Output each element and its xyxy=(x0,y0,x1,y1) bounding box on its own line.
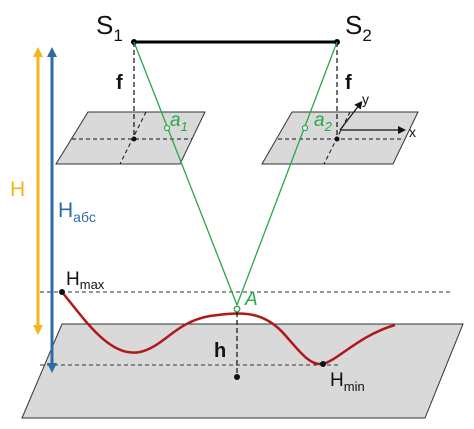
f-left-label: f xyxy=(116,72,123,94)
H-abs-label: Hабс xyxy=(58,199,96,225)
ground-plane xyxy=(21,323,464,419)
a-ground-projection xyxy=(234,374,240,380)
right-principal-point xyxy=(334,136,340,142)
a2-point xyxy=(301,124,309,132)
f-right-label: f xyxy=(345,72,352,94)
h-label: h xyxy=(214,340,226,362)
s2-label: S2 xyxy=(345,10,372,45)
a1-point xyxy=(163,124,171,132)
a2-label: a2 xyxy=(314,110,333,134)
x-axis-label: x xyxy=(409,124,416,140)
hmin-point xyxy=(320,361,326,367)
right-photo-plane xyxy=(261,111,419,165)
hmax-point xyxy=(59,289,65,295)
left-principal-point xyxy=(131,136,137,142)
ray-s1-to-a xyxy=(133,41,238,306)
hmin-label: Hmin xyxy=(330,370,365,394)
a1-label: a1 xyxy=(170,110,188,134)
H-label: H xyxy=(10,178,25,201)
hmax-label: Hmax xyxy=(66,269,105,292)
y-axis-arrow xyxy=(339,100,363,131)
terrain-profile xyxy=(61,291,396,366)
ray-s2-to-a xyxy=(236,41,338,306)
y-axis-label: y xyxy=(362,91,369,107)
a-label: A xyxy=(244,289,258,310)
s1-label: S1 xyxy=(96,10,123,45)
a-point xyxy=(233,305,241,313)
